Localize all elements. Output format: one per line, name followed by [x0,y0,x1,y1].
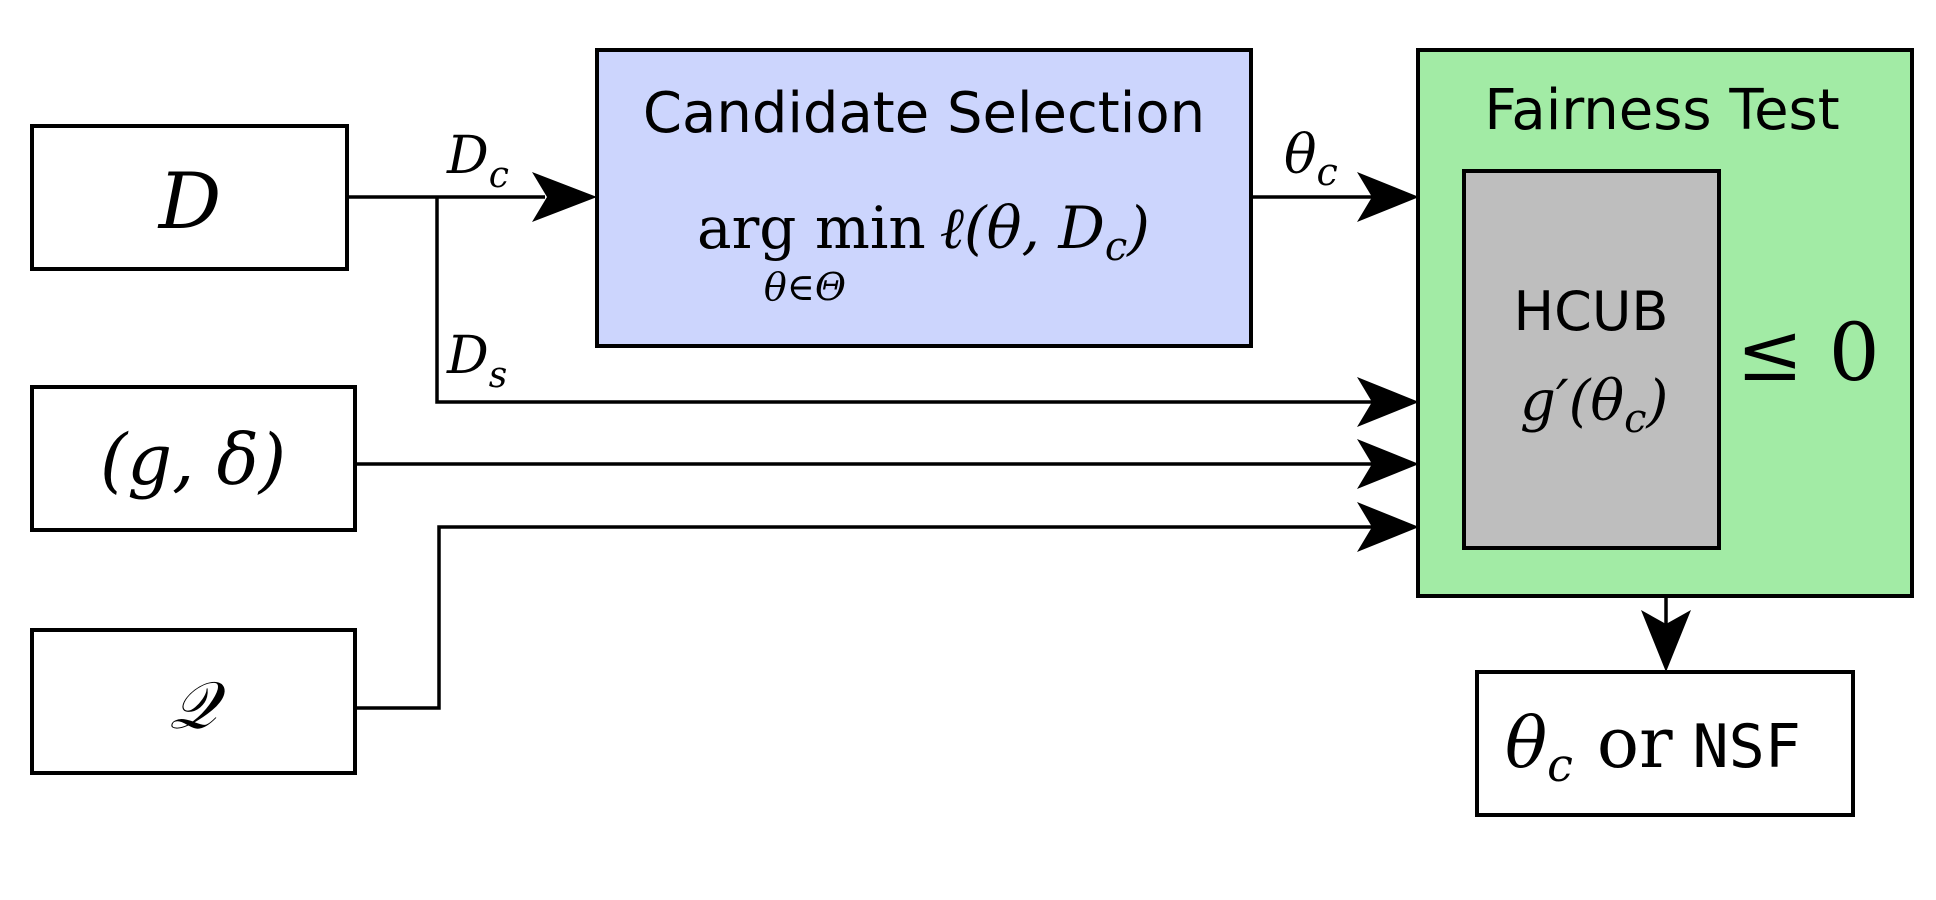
label-ds: Ds [446,326,507,396]
arrowhead-thetac [1357,172,1419,222]
wire-ds-branch [435,197,1380,404]
leq-zero-label: ≤ 0 [1736,306,1879,399]
arrowhead-ds [1357,377,1419,427]
arrowhead-dc [532,172,597,222]
wire-q-to-fairness [357,525,1380,710]
input-d-box: D [30,124,349,271]
arrowhead-q [1357,502,1419,552]
input-g-delta-box: (g, δ) [30,385,357,532]
candidate-selection-subscript: θ∈Θ [764,265,846,309]
hcub-formula: g′(θc) [1520,369,1668,442]
arrowhead-gdelta [1357,439,1419,489]
input-g-delta-label: (g, δ) [100,419,286,501]
label-dc: Dc [446,126,509,196]
input-d-label: D [157,157,222,247]
input-q-box: 𝒬 [30,628,357,775]
fairness-test-box: Fairness Test HCUB g′(θc) ≤ 0 [1416,48,1914,598]
hcub-label: HCUB [1514,280,1669,343]
fairness-test-title: Fairness Test [1484,78,1839,143]
hcub-box: HCUB g′(θc) [1462,169,1721,550]
candidate-selection-title: Candidate Selection [643,81,1205,146]
arrowhead-output [1641,610,1691,672]
label-thetac: θc [1284,123,1338,194]
